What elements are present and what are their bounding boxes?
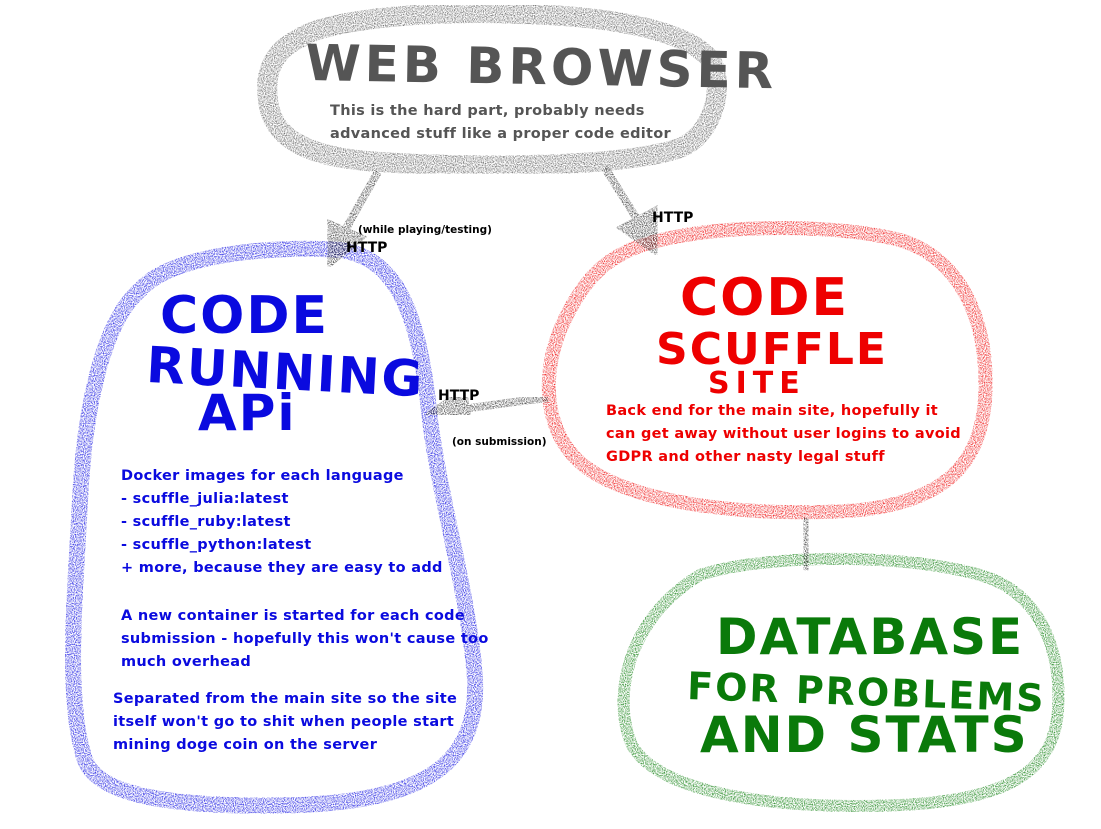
api-note-images: Docker images for each language - scuffl… [121, 468, 443, 576]
arrow-site-to-api [422, 384, 549, 432]
line-site-to-database [799, 517, 813, 571]
api-note-separated: Separated from the main site so the site… [113, 691, 458, 753]
arrow-browser-to-site [601, 165, 660, 259]
database-bubble [617, 552, 1065, 812]
edge-label-site-api: HTTP [438, 388, 480, 404]
edge-label-site-api-sub: (on submission) [452, 436, 547, 448]
api-title-line1: CODE [160, 286, 330, 346]
api-note-container: A new container is started for each code… [121, 608, 489, 670]
arrow-browser-to-api [323, 170, 382, 271]
api-bubble [65, 240, 484, 814]
edge-label-browser-site: HTTP [652, 210, 694, 226]
database-title-line3: AND STATS [700, 706, 1029, 764]
browser-title: WEB BROWSER [304, 34, 778, 101]
browser-bubble [257, 3, 727, 176]
browser-note: This is the hard part, probably needs ad… [330, 103, 671, 142]
api-title-line3: APi [198, 384, 297, 442]
site-title-line3: SITE [708, 366, 806, 401]
database-title-line1: DATABASE [716, 608, 1025, 666]
site-title-line2: SCUFFLE [656, 324, 888, 375]
site-note: Back end for the main site, hopefully it… [606, 403, 961, 465]
site-title-line1: CODE [680, 268, 850, 328]
edge-label-browser-api: HTTP [346, 240, 388, 256]
edge-label-browser-api-sub: (while playing/testing) [358, 224, 492, 236]
site-bubble [541, 221, 993, 520]
